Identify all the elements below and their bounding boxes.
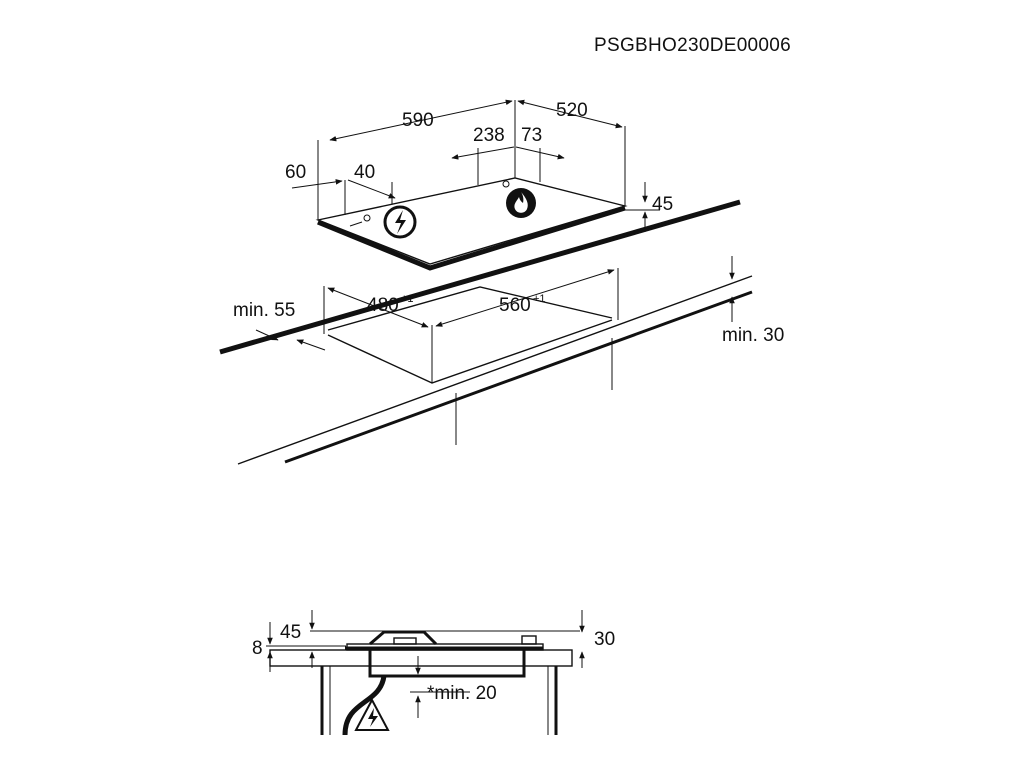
hob-front-edge [317, 205, 626, 271]
dim-238-line [451, 146, 515, 160]
section-hob-body [368, 650, 526, 678]
dim-min30-label: min. 30 [722, 325, 784, 346]
dim-73-line [515, 146, 565, 160]
dim-side-30-label: 30 [594, 629, 615, 650]
section-cable [342, 675, 387, 736]
worktop-front-top [237, 275, 753, 465]
section-pan-support [369, 630, 438, 646]
section-knob [521, 635, 537, 645]
dim-45-label: 45 [652, 194, 673, 215]
dim-590-line [329, 99, 513, 142]
hob-perspective: 590 520 238 73 60 40 45 [285, 99, 673, 271]
dim-520-label: 520 [556, 100, 588, 121]
document-code: PSGBHO230DE00006 [594, 35, 791, 56]
electric-symbol-icon [354, 697, 390, 731]
section-burner-cap [393, 637, 417, 645]
dim-560-label: 560 [499, 295, 531, 316]
dim-min55-arrow-in [255, 329, 279, 341]
dim-40-line [347, 179, 396, 199]
dim-min55-label: min. 55 [233, 300, 295, 321]
dim-480-tolerance: +1 [401, 293, 414, 305]
worktop-front-bottom [284, 290, 753, 464]
worktop-top-edge [219, 199, 741, 355]
dim-60-label: 60 [285, 162, 306, 183]
electric-symbol-icon [383, 205, 417, 239]
cutout-front-edge [327, 319, 613, 384]
dim-60-line [291, 179, 343, 189]
dim-480-label: 480 [367, 295, 399, 316]
dim-560-line [435, 269, 615, 327]
dim-560-tolerance: +1 [533, 293, 546, 305]
section-worktop [269, 649, 573, 667]
knob-dot-left [363, 214, 371, 222]
dim-520-line [517, 99, 623, 129]
worktop-cutout: 480 +1 560 +1 min. 55 [233, 268, 619, 384]
dim-238-label: 238 [473, 125, 505, 146]
knob-mark-left [349, 221, 363, 227]
knob-dot-right [502, 180, 510, 188]
dim-590-label: 590 [402, 110, 434, 131]
dim-side-min20-label: *min. 20 [427, 683, 497, 704]
dim-40-label: 40 [354, 162, 375, 183]
dim-73-label: 73 [521, 125, 542, 146]
gas-flame-icon [506, 188, 536, 218]
side-section: 45 8 30 *min. 20 [252, 610, 615, 736]
dim-side-8-label: 8 [252, 638, 263, 659]
dim-min55-arrow-out [296, 339, 326, 351]
section-hob-glass [346, 643, 544, 651]
dim-480-line [327, 287, 429, 328]
dim-side-45-label: 45 [280, 622, 301, 643]
